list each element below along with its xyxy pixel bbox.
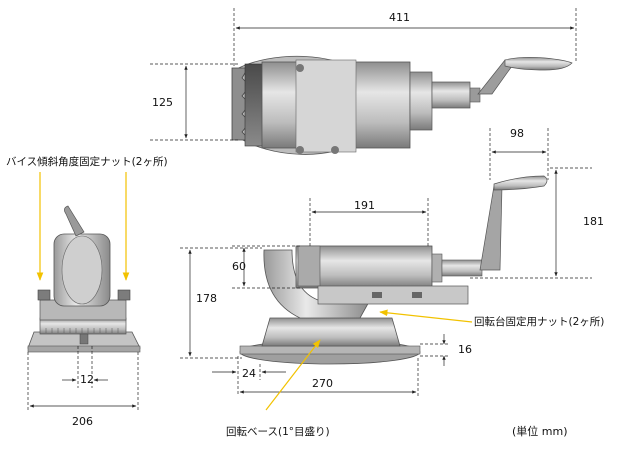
dim-label-12: 12 <box>80 373 94 386</box>
top-view-bolt <box>296 64 304 72</box>
top-view <box>231 55 573 155</box>
top-view-dark-block <box>244 63 264 147</box>
callout-lines <box>36 172 473 411</box>
top-view-bolt <box>296 146 304 154</box>
front-view-scale-ticks <box>45 328 119 333</box>
dim-label-24: 24 <box>242 367 256 380</box>
front-view-swivel-ring <box>39 317 127 335</box>
dimension-lines <box>27 8 592 412</box>
side-view-crank-arm <box>479 185 503 271</box>
front-view-handle <box>64 205 85 237</box>
side-view-screw-housing <box>431 253 443 283</box>
callout-swivel-base: 回転ベース(1°目盛り) <box>226 426 330 438</box>
dim-label-411: 411 <box>389 11 410 24</box>
side-view <box>239 175 548 365</box>
front-view-nut-right <box>117 289 131 301</box>
dim-label-178: 178 <box>196 292 217 305</box>
side-view-rail <box>317 285 469 305</box>
dim-label-60: 60 <box>232 260 246 273</box>
top-view-slide <box>295 59 357 153</box>
side-view-screw <box>441 259 483 277</box>
unit-note: (単位 mm) <box>512 425 568 438</box>
side-view-nut <box>412 292 422 298</box>
dim-label-98: 98 <box>510 127 524 140</box>
front-view-nut-left <box>37 289 51 301</box>
top-view-screw-housing <box>409 71 433 131</box>
dim-label-16: 16 <box>458 343 472 356</box>
top-view-screw-nut <box>469 87 481 103</box>
side-view-nut <box>372 292 382 298</box>
side-view-base-edge <box>239 345 421 355</box>
dim-label-206: 206 <box>72 415 93 428</box>
top-view-bolt <box>331 146 339 154</box>
top-view-handle <box>504 56 573 71</box>
side-view-jaw <box>297 245 321 287</box>
callout-swivel-nut: 回転台固定用ナット(2ヶ所) <box>474 316 605 328</box>
dim-label-181: 181 <box>583 215 604 228</box>
front-view-base-foot <box>27 345 141 353</box>
dim-label-270: 270 <box>312 377 333 390</box>
callout-tilt-nut: バイス傾斜角度固定ナット(2ヶ所) <box>6 156 168 168</box>
top-view-screw-end <box>431 81 471 109</box>
front-view <box>27 205 141 353</box>
dim-label-125: 125 <box>152 96 173 109</box>
side-view-swivel-base <box>261 317 401 347</box>
front-view-cylinder-face <box>61 235 103 305</box>
side-view-handle <box>493 175 548 191</box>
dim-label-191: 191 <box>354 199 375 212</box>
front-view-center-bolt <box>79 333 89 345</box>
